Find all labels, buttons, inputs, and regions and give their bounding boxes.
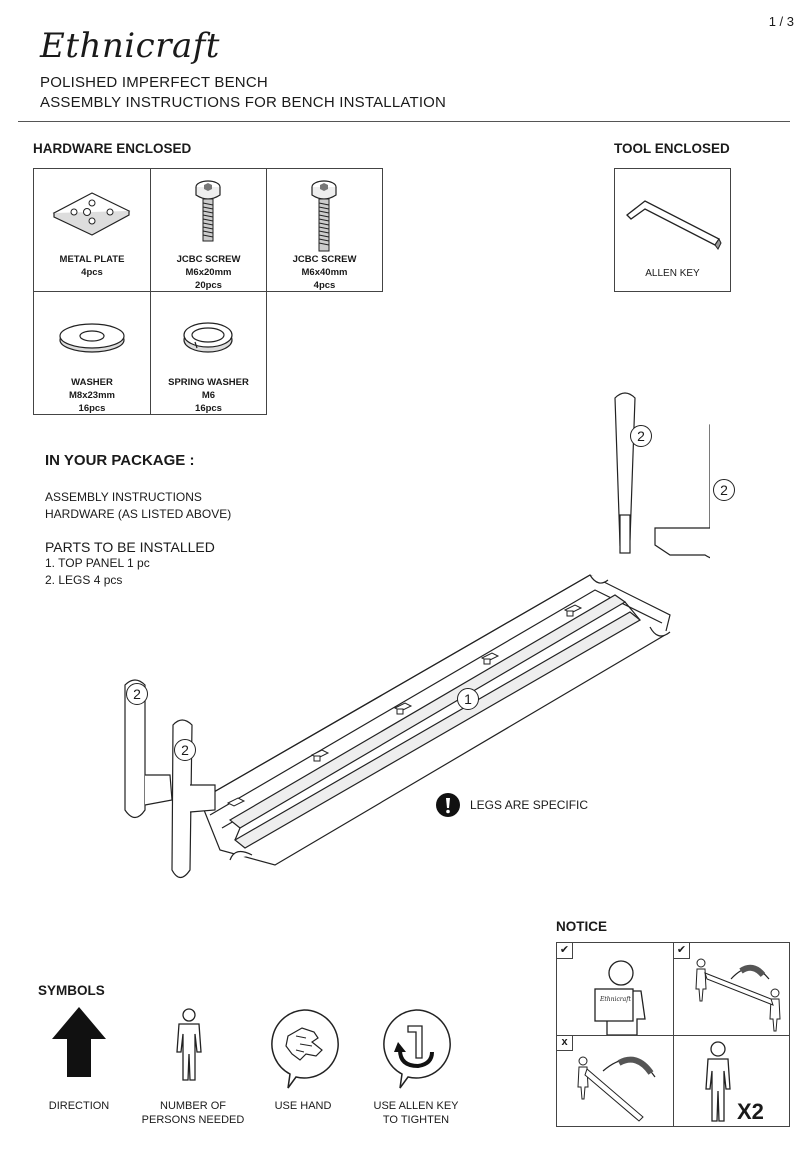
parts-heading: PARTS TO BE INSTALLED xyxy=(45,539,215,555)
package-heading: IN YOUR PACKAGE : xyxy=(45,452,195,469)
allen-key-rotate-icon xyxy=(383,1009,451,1089)
bench-assembly-diagram xyxy=(124,392,710,879)
spring-washer-icon xyxy=(183,322,233,353)
symbol-label: DIRECTION xyxy=(48,1100,110,1112)
tool-name: ALLEN KEY xyxy=(645,268,700,279)
persons-count: X2 xyxy=(737,1099,764,1124)
product-title: POLISHED IMPERFECT BENCH xyxy=(40,74,268,91)
long-screw-icon xyxy=(311,180,337,252)
hardware-qty: 4pcs xyxy=(81,267,103,278)
parts-item: 2. LEGS 4 pcs xyxy=(45,573,123,587)
hardware-qty: 16pcs xyxy=(195,403,222,414)
hand-icon xyxy=(271,1009,339,1089)
single-person-wrong-icon xyxy=(577,1056,656,1122)
short-screw-icon xyxy=(195,180,221,242)
notice-heading: NOTICE xyxy=(556,919,608,934)
top-panel-drawing xyxy=(199,574,671,866)
washer-icon xyxy=(59,323,125,353)
hardware-cell-screw-20: JCBC SCREW M6x20mm 20pcs xyxy=(150,168,267,292)
tool-heading: TOOL ENCLOSED xyxy=(614,141,730,156)
metal-plates-on-panel xyxy=(226,604,583,807)
hardware-name: JCBC SCREW xyxy=(292,254,357,265)
hardware-spec: M8x23mm xyxy=(69,390,115,401)
symbols-heading: SYMBOLS xyxy=(38,983,105,998)
symbol-label: USE HAND xyxy=(274,1100,332,1112)
tool-cell-allen-key: ALLEN KEY xyxy=(614,168,731,292)
hardware-name: SPRING WASHER xyxy=(168,377,249,388)
hardware-qty: 16pcs xyxy=(78,403,106,414)
callout-top-panel: 1 xyxy=(457,688,479,710)
hardware-spec: M6x20mm xyxy=(185,267,232,278)
callout-leg: 2 xyxy=(174,739,196,761)
hardware-qty: 4pcs xyxy=(313,280,336,291)
callout-leg: 2 xyxy=(713,479,735,501)
person-icon xyxy=(176,1008,202,1081)
package-line: HARDWARE (AS LISTED ABOVE) xyxy=(45,507,232,521)
notice-grid: ✔ Ethnicraft ✔ x X2 xyxy=(556,942,790,1127)
leg-drawing xyxy=(614,392,710,559)
box-brand: Ethnicraft xyxy=(599,996,631,1003)
page-number: 1 / 3 xyxy=(768,14,794,29)
brand-logo: Ethnicraft xyxy=(40,26,220,66)
warning-icon xyxy=(436,793,460,817)
hardware-spec: M6 xyxy=(201,390,216,401)
person-icon xyxy=(705,1041,731,1122)
hardware-heading: HARDWARE ENCLOSED xyxy=(33,141,192,156)
hardware-name: METAL PLATE xyxy=(59,254,125,265)
symbol-label: USE ALLEN KEY TO TIGHTEN xyxy=(373,1100,459,1126)
header-divider xyxy=(18,121,790,122)
hardware-name: JCBC SCREW xyxy=(176,254,241,265)
hardware-cell-metal-plate: METAL PLATE 4pcs xyxy=(33,168,151,292)
callout-leg: 2 xyxy=(126,683,148,705)
hardware-name: WASHER xyxy=(71,377,113,388)
arrow-up-icon xyxy=(52,1007,106,1077)
allen-key-icon xyxy=(626,200,722,250)
warning-text: LEGS ARE SPECIFIC xyxy=(470,798,589,812)
parts-item: 1. TOP PANEL 1 pc xyxy=(45,556,150,570)
metal-plate-icon xyxy=(52,192,131,236)
check-mark: ✔ xyxy=(557,943,573,959)
cross-mark: x xyxy=(557,1035,573,1051)
document-subtitle: ASSEMBLY INSTRUCTIONS FOR BENCH INSTALLA… xyxy=(40,94,447,111)
hardware-spec: M6x40mm xyxy=(301,267,348,278)
person-carrying-box-icon: Ethnicraft xyxy=(594,960,646,1035)
package-line: ASSEMBLY INSTRUCTIONS xyxy=(45,490,202,504)
hardware-qty: 20pcs xyxy=(195,280,222,291)
hardware-cell-screw-40: JCBC SCREW M6x40mm 4pcs xyxy=(266,168,383,292)
hardware-cell-spring-washer: SPRING WASHER M6 16pcs xyxy=(150,291,267,415)
callout-leg: 2 xyxy=(630,425,652,447)
check-mark: ✔ xyxy=(674,943,690,959)
two-persons-carrying-bench-icon xyxy=(695,958,781,1032)
symbol-label: NUMBER OF PERSONS NEEDED xyxy=(141,1100,245,1126)
leg-drawing xyxy=(124,679,216,879)
hardware-cell-washer: WASHER M8x23mm 16pcs xyxy=(33,291,151,415)
